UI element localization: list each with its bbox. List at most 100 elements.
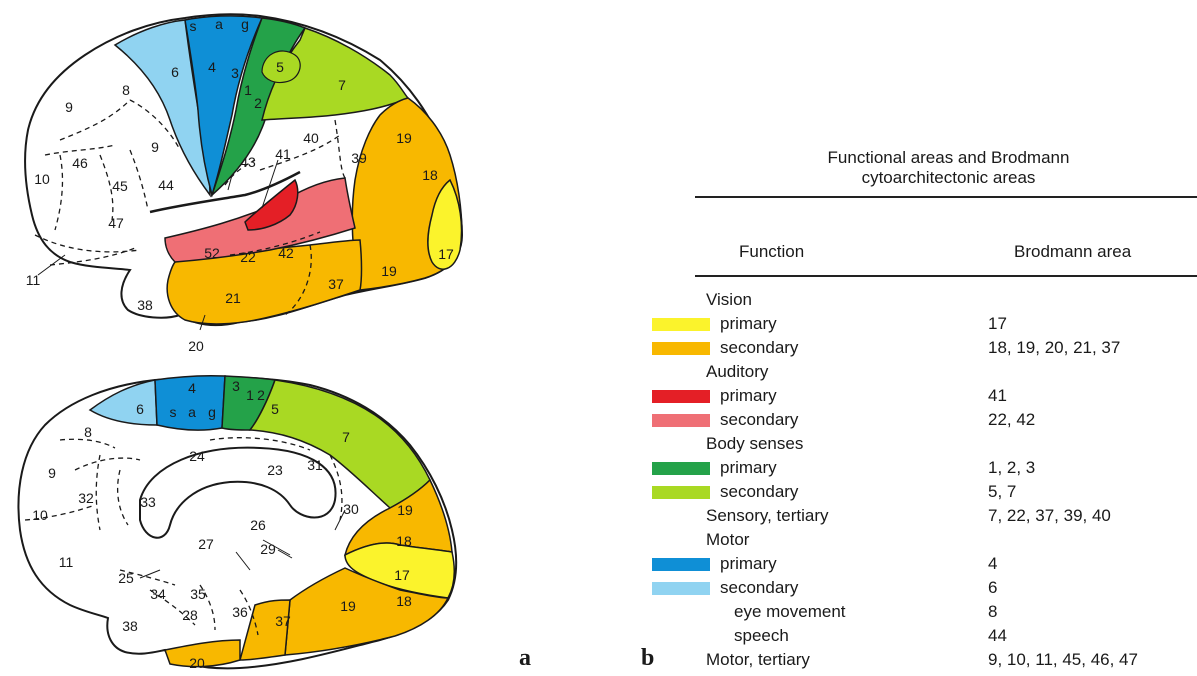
table-row-label: secondary — [720, 336, 798, 360]
medial-label: 37 — [275, 613, 291, 629]
table-row-label: primary — [720, 384, 777, 408]
medial-label: 18 — [396, 593, 412, 609]
medial-label: 28 — [182, 607, 198, 623]
lateral-label: 17 — [438, 246, 454, 262]
brain-diagram: s a g 6 4 3 1 2 5 7 8 9 9 46 10 45 44 43… — [0, 0, 560, 676]
medial-label: s — [170, 404, 177, 420]
table-row-area: 1, 2, 3 — [988, 456, 1035, 480]
table-row-area: 17 — [988, 312, 1007, 336]
lateral-label: 3 — [231, 65, 239, 81]
lateral-label: 44 — [158, 177, 174, 193]
lateral-label: 6 — [171, 64, 179, 80]
color-swatch-motor-secondary — [652, 582, 710, 595]
table-row-area: 4 — [988, 552, 997, 576]
medial-label: a — [188, 404, 196, 420]
lateral-label: 39 — [351, 150, 367, 166]
medial-label: 38 — [122, 618, 138, 634]
table-group-label: Sensory, tertiary — [706, 504, 829, 528]
medial-label: 18 — [396, 533, 412, 549]
medial-label: 17 — [394, 567, 410, 583]
lateral-label: 9 — [151, 139, 159, 155]
table-group-label: Vision — [706, 288, 752, 312]
color-swatch-auditory-primary — [652, 390, 710, 403]
table-row-label: secondary — [720, 408, 798, 432]
table-row-area: 9, 10, 11, 45, 46, 47 — [988, 648, 1138, 672]
table-row-area: 8 — [988, 600, 997, 624]
color-swatch-body-secondary — [652, 486, 710, 499]
table-row-label: secondary — [720, 480, 798, 504]
medial-label: 19 — [340, 598, 356, 614]
medial-label: 33 — [140, 494, 156, 510]
lateral-label: 52 — [204, 245, 220, 261]
table-row-area: 6 — [988, 576, 997, 600]
lateral-label: 46 — [72, 155, 88, 171]
top-rule — [695, 196, 1197, 198]
medial-label: 25 — [118, 570, 134, 586]
table-group-label: Auditory — [706, 360, 768, 384]
color-swatch-auditory-secondary — [652, 414, 710, 427]
lateral-label: s — [190, 18, 197, 34]
medial-label: 11 — [59, 554, 74, 570]
medial-label: 2 — [257, 387, 265, 403]
table-title-line1: Functional areas and Brodmann — [700, 148, 1197, 168]
medial-label: g — [208, 404, 216, 420]
medial-label: 8 — [84, 424, 92, 440]
table-row-label: primary — [720, 456, 777, 480]
lateral-label: 43 — [240, 154, 256, 170]
lateral-label: 21 — [225, 290, 241, 306]
table-row-area: 22, 42 — [988, 408, 1035, 432]
table-row-area: 18, 19, 20, 21, 37 — [988, 336, 1120, 360]
lateral-label: 40 — [303, 130, 319, 146]
medial-view: 4 s a g 3 1 2 5 6 7 8 24 23 31 9 32 33 1… — [18, 376, 456, 671]
medial-label: 31 — [307, 457, 323, 473]
lateral-label: 37 — [328, 276, 344, 292]
table-row-area: 5, 7 — [988, 480, 1016, 504]
table-row-label: eye movement — [734, 600, 846, 624]
medial-label: 34 — [150, 586, 166, 602]
medial-label: 24 — [189, 448, 205, 464]
medial-label: 19 — [397, 502, 413, 518]
medial-label: 7 — [342, 429, 350, 445]
lateral-label: a — [215, 16, 223, 32]
table-row-label: speech — [734, 624, 789, 648]
lateral-label: 47 — [108, 215, 124, 231]
medial-label: 6 — [136, 401, 144, 417]
medial-label: 36 — [232, 604, 248, 620]
table-row-label: primary — [720, 312, 777, 336]
panel-label-b: b — [641, 645, 654, 672]
lateral-label: 11 — [26, 272, 41, 288]
table-group-label: Body senses — [706, 432, 803, 456]
lateral-label: 5 — [276, 59, 284, 75]
medial-label: 29 — [260, 541, 276, 557]
table-group-label: Motor, tertiary — [706, 648, 810, 672]
medial-label: 20 — [189, 655, 205, 671]
medial-label: 27 — [198, 536, 214, 552]
medial-label: 4 — [188, 380, 196, 396]
color-swatch-vision-secondary — [652, 342, 710, 355]
table-title: Functional areas and Brodmann cytoarchit… — [700, 148, 1197, 188]
table-row-area: 44 — [988, 624, 1007, 648]
medial-label: 30 — [343, 501, 359, 517]
medial-label: 35 — [190, 586, 206, 602]
medial-label: 3 — [232, 378, 240, 394]
table-row-label: primary — [720, 552, 777, 576]
lateral-label: 42 — [278, 245, 294, 261]
lateral-label: 38 — [137, 297, 153, 313]
header-rule — [695, 275, 1197, 277]
lateral-label: 45 — [112, 178, 128, 194]
panel-label-a: a — [519, 645, 531, 672]
column-header-brodmann-area: Brodmann area — [1014, 242, 1131, 262]
medial-label: 23 — [267, 462, 283, 478]
color-swatch-motor-primary — [652, 558, 710, 571]
table-row-area: 41 — [988, 384, 1007, 408]
lateral-label: 2 — [254, 95, 262, 111]
lateral-label: 18 — [422, 167, 438, 183]
lateral-label: 41 — [275, 146, 291, 162]
lateral-label: 10 — [34, 171, 50, 187]
lateral-label: 22 — [240, 249, 256, 265]
medial-label: 5 — [271, 401, 279, 417]
table-group-label: Motor — [706, 528, 749, 552]
medial-label: 32 — [78, 490, 94, 506]
lateral-label: 9 — [65, 99, 73, 115]
lateral-label: 1 — [244, 82, 252, 98]
